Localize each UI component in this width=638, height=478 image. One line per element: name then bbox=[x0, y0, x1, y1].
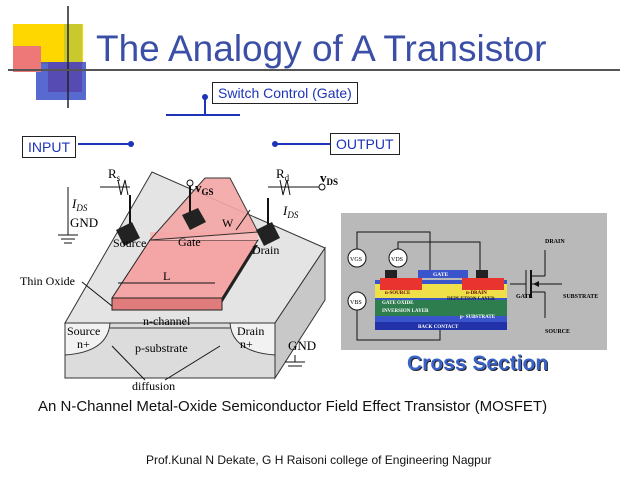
n-source-block bbox=[380, 278, 422, 290]
source-contact bbox=[116, 222, 140, 246]
rs-label: Rs bbox=[108, 166, 121, 183]
inversion-label: INVERSION LAYER bbox=[382, 309, 429, 314]
n-drain-block bbox=[462, 278, 504, 290]
n-drain-label: n-DRAIN bbox=[466, 291, 487, 296]
gate-terminal-label: Gate bbox=[178, 235, 201, 249]
substrate-side bbox=[274, 246, 326, 380]
p-substrate-label: p-substrate bbox=[135, 341, 188, 355]
gate-back bbox=[148, 177, 259, 241]
switch-control-box: Switch Control (Gate) bbox=[212, 82, 358, 104]
diffusion-pointer-right bbox=[164, 345, 221, 381]
gate-dot bbox=[202, 94, 208, 100]
symbol-drain-label: DRAIN bbox=[545, 239, 565, 245]
vds-source-icon bbox=[388, 248, 408, 268]
output-dot bbox=[272, 141, 278, 147]
vds-label: vDS bbox=[320, 170, 338, 187]
symbol-substrate-label: SUBSTRATE bbox=[563, 294, 598, 300]
output-box: OUTPUT bbox=[330, 133, 400, 155]
gate-contact bbox=[182, 208, 206, 230]
p-substrate-cs-label: p- SUBSTRATE bbox=[460, 315, 496, 320]
vds-node bbox=[318, 183, 326, 191]
rs-resistor bbox=[117, 179, 129, 196]
drain-well bbox=[229, 322, 276, 356]
vgs-node bbox=[186, 179, 194, 187]
vbs-source-icon bbox=[347, 291, 367, 311]
source-region-label: Source bbox=[67, 324, 100, 338]
rd-resistor bbox=[279, 179, 291, 196]
slide-footer: Prof.Kunal N Dekate, G H Raisoni college… bbox=[146, 453, 492, 467]
thin-oxide-label: Thin Oxide bbox=[20, 274, 75, 288]
symbol-gate-label: GATE bbox=[516, 294, 533, 300]
back-contact-label: BACK CONTACT bbox=[418, 325, 459, 330]
vgs-source-icon bbox=[347, 248, 367, 268]
drain-region-label: Drain bbox=[237, 324, 264, 338]
source-contact-block bbox=[385, 270, 397, 278]
deco-blue-square bbox=[36, 62, 86, 100]
symbol-source-label: SOURCE bbox=[545, 329, 570, 335]
gate-block bbox=[418, 270, 468, 278]
diffusion-label: diffusion bbox=[132, 379, 175, 393]
mosfet-caption: An N-Channel Metal-Oxide Semiconductor F… bbox=[38, 398, 548, 415]
input-box: INPUT bbox=[22, 136, 76, 158]
rd-label: Rd bbox=[276, 166, 290, 183]
input-dot bbox=[128, 141, 134, 147]
depletion-label: DEPLETION LAYER bbox=[447, 297, 495, 302]
cross-section-label: Cross Section bbox=[407, 352, 549, 375]
deco-pink-square bbox=[13, 46, 41, 72]
slide-title: The Analogy of A Transistor bbox=[96, 28, 547, 69]
drain-doping-label: n+ bbox=[240, 337, 253, 351]
gnd-left-label: GND bbox=[70, 215, 98, 230]
drain-contact bbox=[256, 222, 280, 246]
gate-cs-label: GATE bbox=[433, 272, 449, 278]
source-terminal-label: Source bbox=[113, 236, 146, 250]
gate-oxide-label: GATE OXIDE bbox=[382, 301, 414, 306]
back-contact-block bbox=[375, 322, 507, 330]
vgs-wire bbox=[356, 231, 431, 270]
l-label: L bbox=[163, 269, 170, 283]
vgs-label: vGS bbox=[195, 180, 214, 197]
gnd-right-label: GND bbox=[288, 338, 316, 353]
source-well bbox=[64, 322, 111, 356]
ids-right-label: IDS bbox=[282, 203, 299, 220]
vbs-wire bbox=[356, 310, 441, 341]
drain-contact-block bbox=[476, 270, 488, 278]
n-source-label: n-SOURCE bbox=[385, 291, 411, 296]
n-channel-label: n-channel bbox=[143, 314, 191, 328]
vbs-cs-label: VBS bbox=[350, 300, 362, 306]
diffusion-pointer-left bbox=[111, 345, 146, 381]
corner-decoration bbox=[8, 6, 620, 108]
thin-oxide-pointer bbox=[81, 281, 113, 307]
symbol-arrow-icon bbox=[533, 281, 539, 287]
inversion-layer-block bbox=[375, 300, 507, 316]
w-dimension bbox=[235, 209, 251, 231]
ids-left-label: IDS bbox=[71, 196, 88, 213]
vgs-cs-label: VGS bbox=[350, 257, 362, 263]
source-doping-label: n+ bbox=[77, 337, 90, 351]
vds-cs-label: VDS bbox=[391, 257, 403, 263]
w-label: W bbox=[222, 216, 234, 230]
drain-terminal-label: Drain bbox=[252, 243, 279, 257]
